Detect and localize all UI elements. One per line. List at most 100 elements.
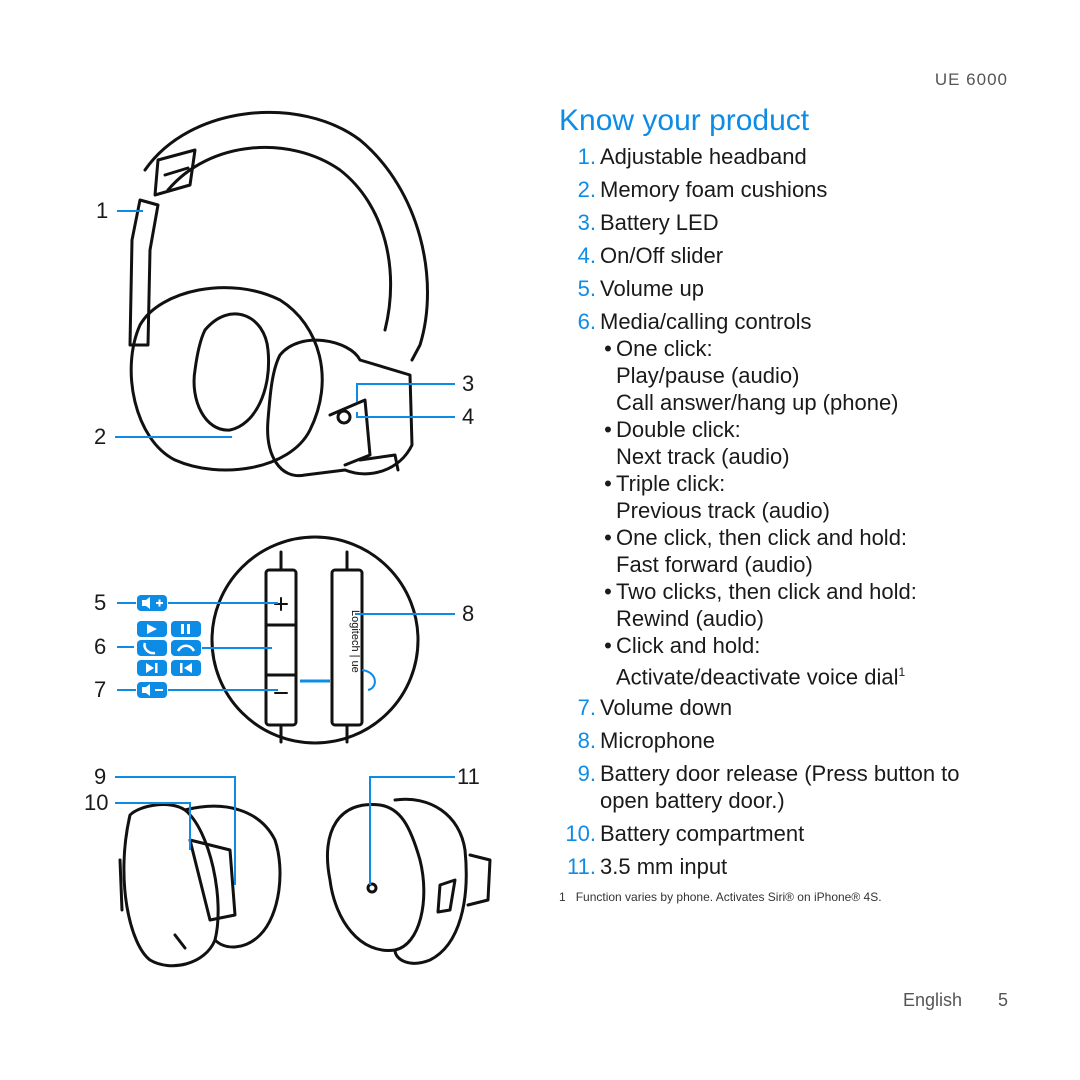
- call-answer-icon: [137, 640, 167, 656]
- sub-item-heading: Triple click:: [616, 471, 726, 496]
- callout-line-10: [115, 802, 191, 850]
- callout-line-3: [356, 383, 455, 402]
- item-number: 5.: [577, 276, 596, 301]
- right-cushion: [325, 802, 426, 952]
- control-icons: [137, 595, 201, 698]
- list-item: 6. Media/calling controls •One click:Pla…: [554, 308, 1004, 690]
- ear-cup-base: [358, 453, 400, 472]
- item-text: Volume up: [600, 276, 704, 301]
- sub-item-detail: Rewind (audio): [616, 606, 764, 631]
- sub-item-detail: Fast forward (audio): [616, 552, 813, 577]
- callout-line-9: [115, 776, 236, 885]
- model-name: UE 6000: [934, 70, 1008, 89]
- sub-item-heading: Double click:: [616, 417, 741, 442]
- callout-lines: [115, 210, 455, 885]
- item-number: 7.: [577, 695, 596, 721]
- item-text: On/Off slider: [600, 243, 724, 268]
- headband-outer: [143, 110, 429, 362]
- callout-number-10: 10: [84, 790, 109, 815]
- ear-cushion-inner: [192, 312, 271, 432]
- earcups-front-view: [118, 797, 492, 968]
- play-icon: [137, 621, 167, 637]
- item-text: Microphone: [600, 728, 715, 754]
- item-number: 4.: [577, 243, 596, 268]
- list-item: 10.Battery compartment: [554, 820, 1004, 847]
- left-earcup: [122, 803, 220, 968]
- item-text: Volume down: [600, 695, 733, 721]
- sub-item-detail: Activate/deactivate voice dial1: [616, 659, 905, 690]
- previous-track-icon: [171, 660, 201, 676]
- headphones-illustration: Logitech | ue: [115, 110, 492, 968]
- item-number: 11.: [567, 854, 596, 880]
- item-number: 9.: [577, 761, 596, 787]
- footer-language: English: [902, 990, 962, 1010]
- item-text: Battery door release (Press button to op…: [600, 761, 960, 814]
- sub-item-heading: One click:: [616, 336, 713, 361]
- callout-line-4: [356, 412, 455, 418]
- sub-list-item: •One click, then click and hold:Fast for…: [600, 524, 1004, 578]
- item-text: Adjustable headband: [600, 144, 807, 169]
- sub-item-heading: Click and hold:: [616, 633, 761, 658]
- list-item: 5.Volume up: [554, 275, 1004, 302]
- callout-number-9: 9: [94, 764, 107, 789]
- item-number: 1.: [577, 144, 596, 169]
- callout-number-6: 6: [94, 634, 107, 659]
- callout-line-11: [369, 776, 455, 885]
- sub-item-detail-text: Activate/deactivate voice dial: [616, 664, 899, 690]
- ue-logo-badge: [436, 878, 457, 914]
- bullet: •: [604, 633, 612, 658]
- item-text: Media/calling controls: [600, 309, 812, 334]
- sub-list-item: •Double click:Next track (audio): [600, 416, 1004, 470]
- closeup-circle: [210, 535, 420, 745]
- list-item: 8.Microphone: [554, 727, 1004, 754]
- pause-icon: [171, 621, 201, 637]
- item-number: 10.: [565, 821, 596, 847]
- list-item: 9.Battery door release (Press button to …: [554, 760, 1004, 814]
- media-controls-sublist: •One click:Play/pause (audio)Call answer…: [600, 335, 1004, 690]
- item-number: 6.: [577, 309, 596, 334]
- sub-item-detail: Call answer/hang up (phone): [616, 390, 899, 415]
- list-item: 4.On/Off slider: [554, 242, 1004, 269]
- next-track-icon: [137, 660, 167, 676]
- page-title: Know your product: [559, 104, 810, 137]
- callout-number-1: 1: [96, 198, 109, 223]
- battery-door-detail: [173, 933, 187, 950]
- list-item: 2.Memory foam cushions: [554, 176, 1004, 203]
- list-item: 3.Battery LED: [554, 209, 1004, 236]
- bullet: •: [604, 579, 612, 604]
- right-earcup: [393, 797, 468, 965]
- hinge-detail: [163, 166, 190, 177]
- item-number: 2.: [577, 177, 596, 202]
- item-number: 3.: [577, 210, 596, 235]
- power-icon: [336, 409, 352, 425]
- callout-number-2: 2: [94, 424, 107, 449]
- bullet: •: [604, 525, 612, 550]
- list-item: 11.3.5 mm input: [554, 853, 1004, 880]
- list-item: 1.Adjustable headband: [554, 143, 1004, 170]
- callout-number-8: 8: [462, 601, 475, 626]
- remote-brand-text: Logitech | ue: [349, 610, 361, 673]
- volume-up-icon: [137, 595, 167, 611]
- sub-list-item: •Triple click:Previous track (audio): [600, 470, 1004, 524]
- sub-item-heading: One click, then click and hold:: [616, 525, 908, 550]
- item-text: Battery LED: [600, 210, 719, 235]
- feature-list: 1.Adjustable headband 2.Memory foam cush…: [554, 143, 1004, 886]
- item-text: Battery compartment: [600, 821, 805, 847]
- ear-cup-shell: [266, 338, 414, 478]
- bullet: •: [604, 417, 612, 442]
- sub-list-item: •Two clicks, then click and hold:Rewind …: [600, 578, 1004, 632]
- remote-closeup: Logitech | ue: [210, 535, 420, 745]
- callout-number-4: 4: [462, 404, 475, 429]
- footnote-text: Function varies by phone. Activates Siri…: [575, 890, 882, 904]
- sub-item-detail: Next track (audio): [616, 444, 790, 469]
- callout-number-5: 5: [94, 590, 107, 615]
- footnote-marker: 1: [898, 665, 906, 679]
- bullet: •: [604, 336, 612, 361]
- headband-slider: [128, 198, 160, 347]
- item-text: Memory foam cushions: [600, 177, 828, 202]
- callout-number-11: 11: [457, 764, 480, 789]
- headband-hinge: [153, 148, 197, 197]
- sub-item-detail: Play/pause (audio): [616, 363, 800, 388]
